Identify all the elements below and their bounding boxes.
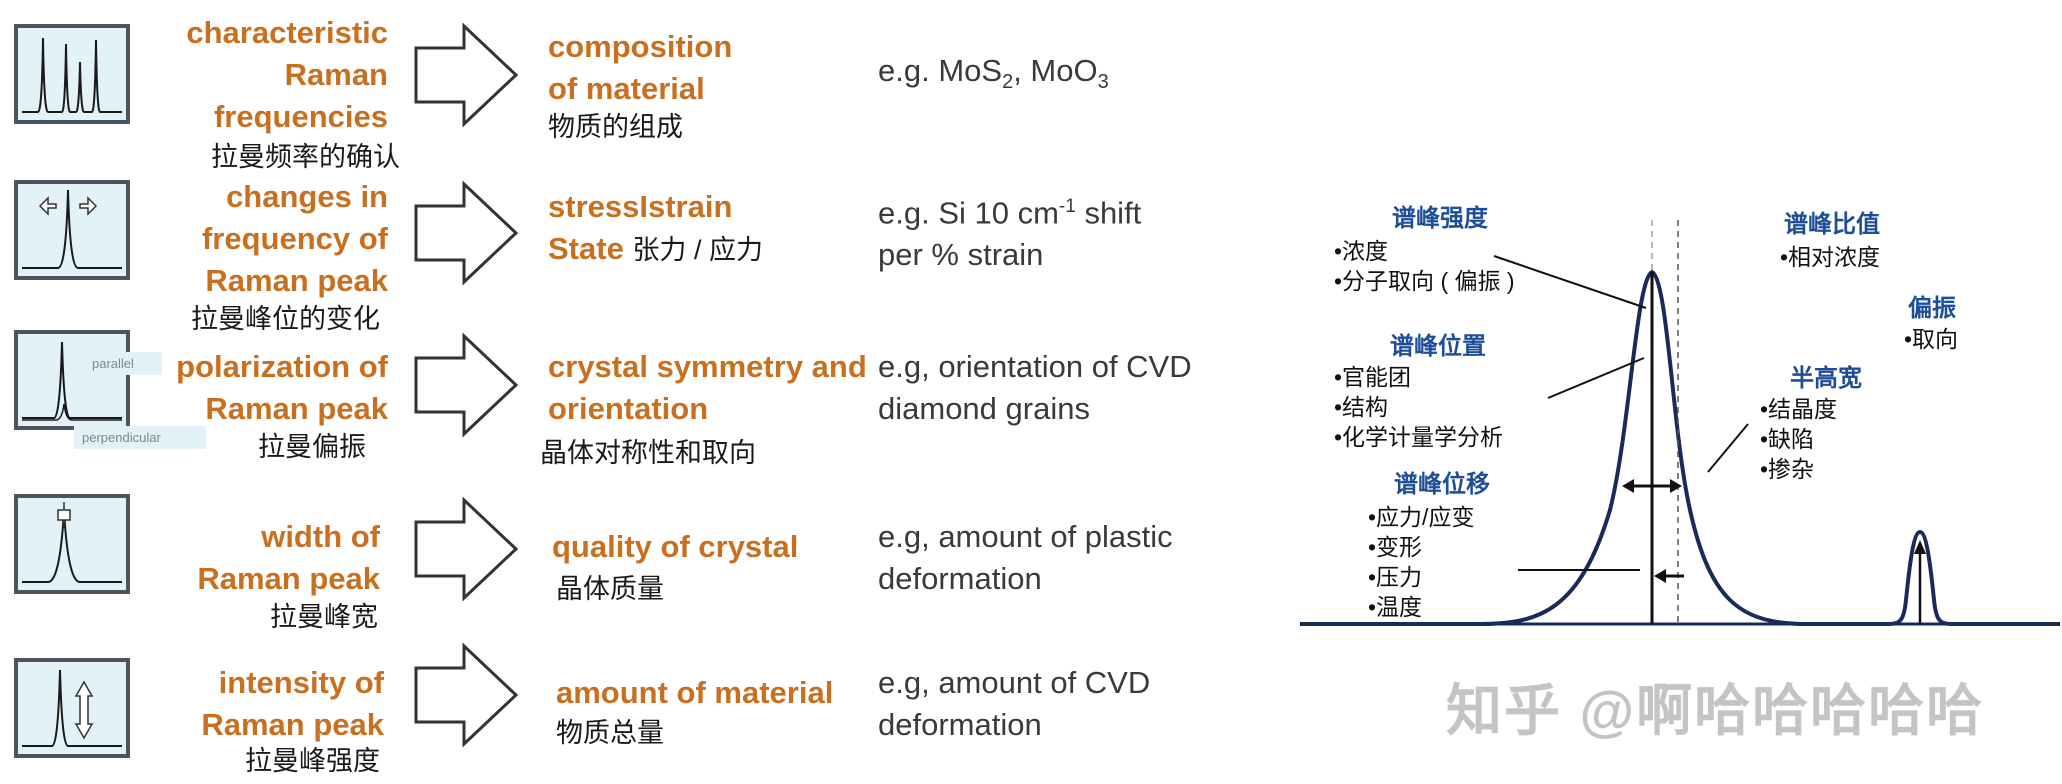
property-label-frequencies: characteristic Raman frequencies <box>186 15 388 134</box>
label-ratio-title: 谱峰比值 <box>1784 211 1880 238</box>
property-zh-polarization: 拉曼偏振 <box>258 432 366 462</box>
result-zh-crystal-quality: 晶体质量 <box>556 574 664 604</box>
arrow-icon-row5 <box>414 642 519 748</box>
label-fwhm-items: •结晶度 •缺陷 •掺杂 <box>1760 396 1838 482</box>
example-composition: e.g. MoS2, MoO3 <box>878 53 1109 94</box>
property-zh-frequencies: 拉曼频率的确认 <box>211 142 400 172</box>
result-label-crystal-quality: quality of crystal <box>552 529 799 564</box>
tag-parallel: parallel <box>84 352 162 375</box>
property-zh-peak-intensity: 拉曼峰强度 <box>245 746 380 776</box>
result-label-composition: composition of material <box>548 29 733 106</box>
result-zh-crystal-symmetry: 晶体对称性和取向 <box>540 438 756 468</box>
property-label-peak-width: width of Raman peak <box>197 519 380 596</box>
example-amount: e.g, amount of CVD deformation <box>878 665 1151 742</box>
arrow-icon-row2 <box>414 180 519 286</box>
watermark: 知乎 @啊哈哈哈哈哈 <box>1446 679 1985 742</box>
property-label-polarization: polarization of Raman peak <box>176 349 388 426</box>
thumbnail-peak-width <box>14 494 130 594</box>
label-intensity-title: 谱峰强度 <box>1392 205 1488 232</box>
example-stress-strain: e.g. Si 10 cm-1 shift per % strain <box>878 195 1142 273</box>
result-zh-composition: 物质的组成 <box>548 112 683 142</box>
tag-perpendicular: perpendicular <box>74 426 206 449</box>
thumbnail-polarization <box>14 330 130 430</box>
label-shift-items: •应力/应变 •变形 •压力 •温度 <box>1368 504 1475 620</box>
property-zh-peak-width: 拉曼峰宽 <box>270 602 378 632</box>
label-polarization-items: •取向 <box>1904 326 1959 352</box>
label-intensity-items: •浓度 •分子取向 ( 偏振 ) <box>1334 238 1515 294</box>
thumbnail-frequency-shift <box>14 180 130 280</box>
arrow-icon-row4 <box>414 496 519 602</box>
label-position-items: •官能团 •结构 •化学计量学分析 <box>1334 364 1504 450</box>
result-label-amount: amount of material <box>556 675 834 710</box>
example-crystal-symmetry: e.g, orientation of CVD diamond grains <box>878 349 1192 426</box>
arrow-icon-row3 <box>414 332 519 438</box>
arrow-icon-row1 <box>414 22 519 128</box>
label-fwhm-title: 半高宽 <box>1790 365 1862 392</box>
label-polarization-title: 偏振 <box>1908 295 1956 322</box>
result-label-crystal-symmetry: crystal symmetry and orientation <box>548 349 867 426</box>
label-shift-title: 谱峰位移 <box>1394 471 1490 498</box>
raman-peak-diagram <box>1300 220 2060 626</box>
property-label-frequency-shift: changes in frequency of Raman peak <box>201 179 388 298</box>
example-crystal-quality: e.g, amount of plastic deformation <box>878 519 1173 596</box>
label-ratio-items: •相对浓度 <box>1780 244 1881 270</box>
thumbnail-characteristic-frequencies <box>14 24 130 124</box>
result-zh-amount: 物质总量 <box>556 718 664 748</box>
label-position-title: 谱峰位置 <box>1390 333 1486 360</box>
property-zh-frequency-shift: 拉曼峰位的变化 <box>191 304 380 334</box>
thumbnail-peak-intensity <box>14 658 130 758</box>
property-label-peak-intensity: intensity of Raman peak <box>201 665 384 742</box>
result-label-stress-strain: stressIstrain State 张力 / 应力 <box>548 189 763 266</box>
